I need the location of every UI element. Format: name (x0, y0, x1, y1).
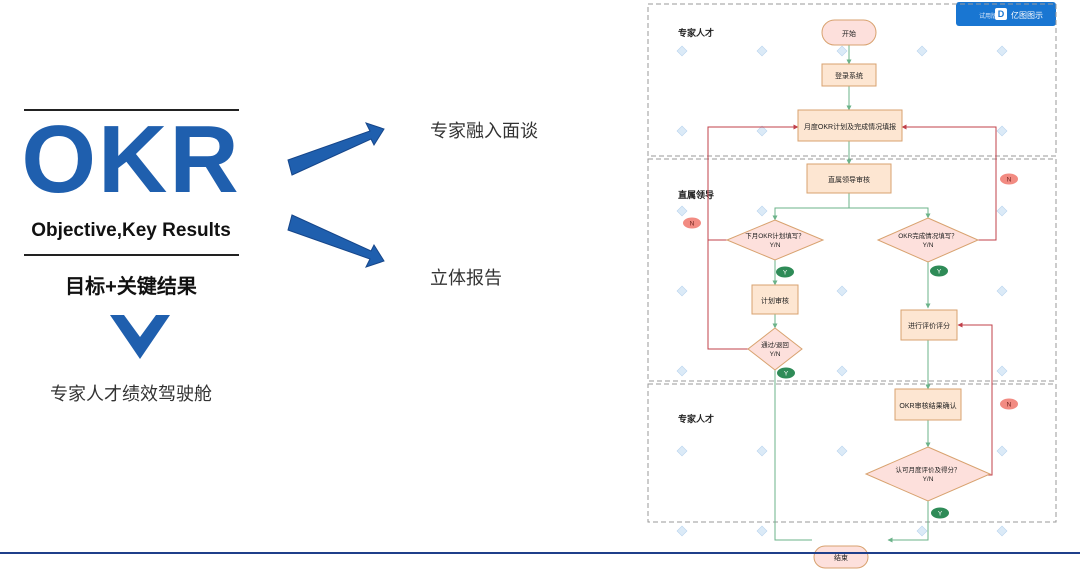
svg-text:Y: Y (784, 371, 789, 378)
down-right-arrow-icon (287, 214, 385, 268)
lane-label-2: 直属领导 (678, 189, 714, 200)
flowchart: 试用版 D 亿图图示 专家人才 直属领导 专家人才 (647, 2, 1057, 569)
node-login: 登录系统 (821, 63, 877, 87)
lane-2 (647, 158, 1057, 382)
lane-3 (647, 383, 1057, 523)
svg-text:OKR审核结果确认: OKR审核结果确认 (899, 401, 956, 410)
node-monthly-report: 月度OKR计划及完成情况填报 (797, 109, 903, 142)
svg-text:N: N (1007, 177, 1012, 184)
svg-text:Y/N: Y/N (770, 242, 781, 249)
badge-no-1: N (683, 217, 701, 229)
badge-yes-3: Y (777, 367, 795, 379)
lane-label-3: 专家人才 (678, 413, 714, 424)
arrows-group (287, 122, 385, 268)
node-plan-review: 计划审核 (751, 284, 799, 315)
svg-text:直属领导审核: 直属领导审核 (828, 175, 870, 184)
brand-badge: 试用版 D 亿图图示 (956, 2, 1056, 26)
node-start: 开始 (821, 19, 877, 46)
arrow-label-top: 专家融入面谈 (430, 121, 538, 141)
brand-trial-label: 试用版 (979, 12, 997, 20)
svg-text:认可月度评价及得分？: 认可月度评价及得分？ (896, 465, 961, 474)
edraw-logo-icon (995, 8, 1007, 20)
okr-bottom-rule (24, 254, 239, 256)
node-pass-question: 通过/退回 Y/N (747, 327, 803, 371)
arrow-label-bottom: 立体报告 (430, 268, 502, 288)
bottom-divider (0, 552, 1080, 554)
badge-yes-4: Y (931, 507, 949, 519)
svg-text:Y: Y (938, 511, 943, 518)
okr-subtitle: Objective,Key Results (31, 220, 231, 241)
badge-no-3: N (1000, 398, 1018, 410)
node-plan-question: 下月OKR计划填写？ Y/N (725, 219, 825, 261)
lane-1 (647, 3, 1057, 157)
badge-yes-2: Y (930, 265, 948, 277)
lane-label-1: 专家人才 (678, 27, 714, 38)
svg-text:OKR完成情况填写？: OKR完成情况填写？ (898, 231, 958, 240)
svg-text:开始: 开始 (842, 29, 856, 38)
svg-text:下月OKR计划填写？: 下月OKR计划填写？ (745, 231, 805, 240)
node-evaluate: 进行评价评分 (900, 309, 958, 341)
svg-text:通过/退回: 通过/退回 (761, 340, 789, 349)
node-confirm: OKR审核结果确认 (894, 388, 962, 421)
node-leader-review: 直属领导审核 (806, 163, 892, 194)
okr-top-rule (24, 109, 239, 111)
svg-text:Y: Y (783, 270, 788, 277)
svg-text:计划审核: 计划审核 (761, 296, 789, 305)
okr-chinese-title: 目标+关键结果 (65, 276, 197, 298)
svg-text:结束: 结束 (834, 553, 848, 562)
svg-text:D: D (998, 9, 1005, 19)
badge-no-2: N (1000, 173, 1018, 185)
svg-text:Y/N: Y/N (770, 351, 781, 358)
node-end: 结束 (813, 545, 869, 569)
okr-logo-text: OKR (21, 106, 241, 213)
chevron-down-icon (110, 315, 170, 359)
svg-text:Y/N: Y/N (923, 242, 934, 249)
node-accept-question: 认可月度评价及得分？ Y/N (864, 446, 992, 502)
svg-text:N: N (690, 221, 695, 228)
svg-text:Y/N: Y/N (923, 476, 934, 483)
badge-yes-1: Y (776, 266, 794, 278)
okr-description: 专家人才绩效驾驶舱 (50, 384, 212, 404)
svg-text:月度OKR计划及完成情况填报: 月度OKR计划及完成情况填报 (804, 122, 896, 131)
svg-text:进行评价评分: 进行评价评分 (908, 321, 950, 330)
svg-text:N: N (1007, 402, 1012, 409)
up-right-arrow-icon (287, 122, 385, 176)
brand-name: 亿图图示 (1011, 10, 1043, 20)
svg-text:Y: Y (937, 269, 942, 276)
node-complete-question: OKR完成情况填写？ Y/N (876, 217, 980, 263)
svg-text:登录系统: 登录系统 (835, 71, 863, 80)
